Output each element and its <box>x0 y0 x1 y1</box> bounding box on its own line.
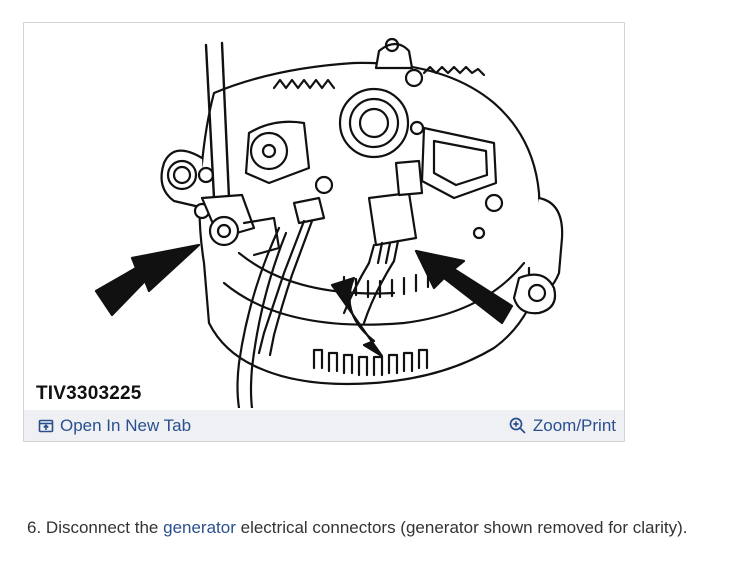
open-new-tab-button[interactable]: Open In New Tab <box>38 416 191 436</box>
figure-toolbar: Open In New Tab Zoom/Print <box>24 410 624 441</box>
open-new-tab-icon <box>38 419 54 433</box>
zoom-in-icon <box>509 417 527 435</box>
open-new-tab-label: Open In New Tab <box>60 415 192 435</box>
figure-card: TIV3303225 Open In New Tab <box>23 22 625 442</box>
step-text-before: Disconnect the <box>45 518 159 537</box>
figure-id-label: TIV3303225 <box>36 383 142 404</box>
step-number: 6. <box>27 518 42 537</box>
step-text-after: electrical connectors (generator shown r… <box>240 518 688 537</box>
generator-link[interactable]: generator <box>163 518 236 537</box>
zoom-print-button[interactable]: Zoom/Print <box>509 416 616 436</box>
step-instruction: 6. Disconnect the generator electrical c… <box>27 518 688 538</box>
zoom-print-label: Zoom/Print <box>532 415 616 435</box>
generator-diagram: TIV3303225 <box>24 23 624 408</box>
